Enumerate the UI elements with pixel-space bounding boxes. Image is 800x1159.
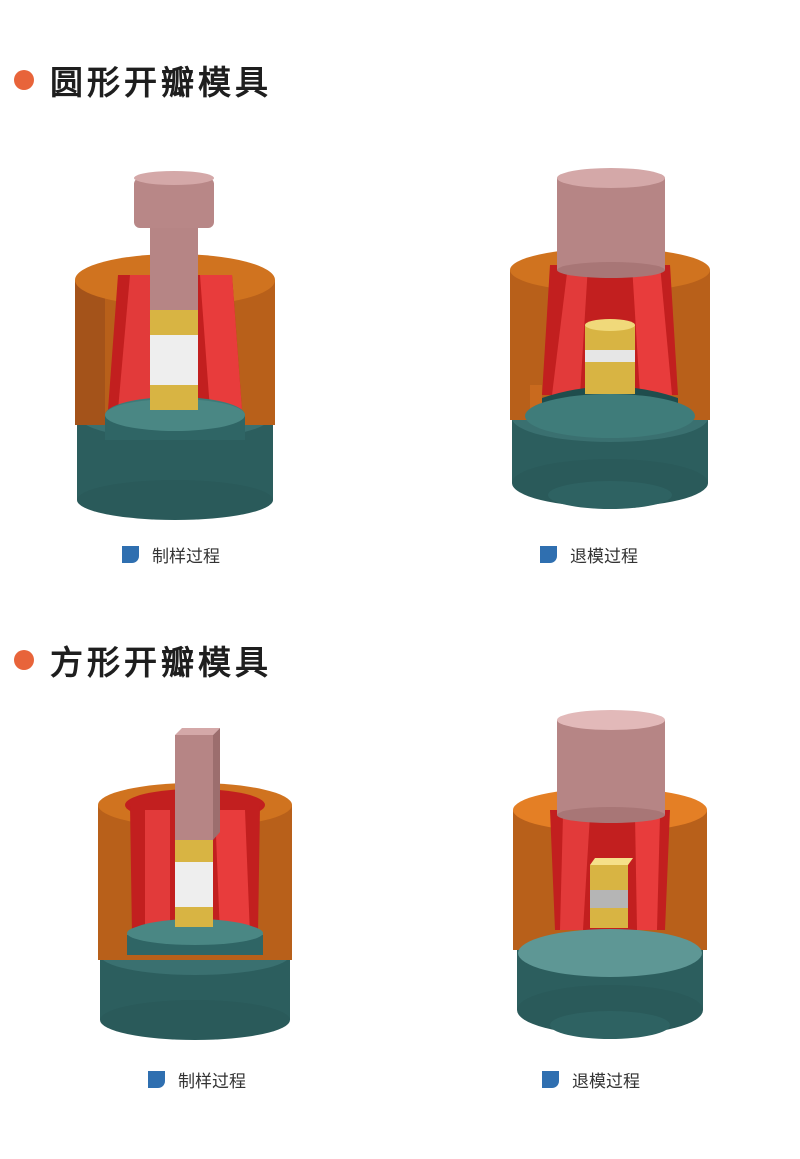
section-title: 方形开瓣模具 [50,643,272,682]
caption-square-icon [542,1071,559,1088]
section-heading-round: 圆形开瓣模具 [14,56,272,104]
round-mold-sample-making-illustration [75,171,275,520]
caption-text: 退模过程 [570,547,638,567]
caption-text: 制样过程 [152,547,220,567]
bullet-dot-icon [14,70,34,90]
square-mold-sample-making-illustration [98,728,292,1040]
caption-square-icon [122,546,139,563]
caption-square-icon [540,546,557,563]
caption-text: 退模过程 [572,1072,640,1092]
caption-round-demolding: 退模过程 [540,542,638,567]
caption-text: 制样过程 [178,1072,246,1092]
caption-round-sample-making: 制样过程 [122,542,220,567]
caption-square-demolding: 退模过程 [542,1067,640,1092]
bullet-dot-icon [14,650,34,670]
square-mold-demolding-illustration [513,710,707,1039]
section-title: 圆形开瓣模具 [50,63,272,102]
section-heading-square: 方形开瓣模具 [14,636,272,684]
caption-square-icon [148,1071,165,1088]
round-mold-demolding-illustration [510,168,710,509]
caption-square-sample-making: 制样过程 [148,1067,246,1092]
